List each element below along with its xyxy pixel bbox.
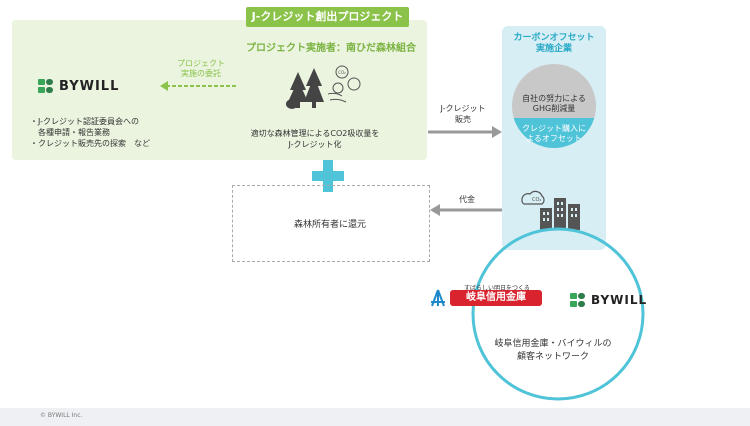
offset-gray-line-2: GHG削減量: [532, 104, 576, 113]
offset-blue-line-2: よるオフセット: [526, 134, 582, 143]
sale-arrow: [428, 126, 502, 138]
cloud-co2-text: CO₂: [532, 197, 541, 203]
gifu-tagline: すばらしい明日をつくる: [464, 285, 530, 292]
offset-title: カーボンオフセット 実施企業: [502, 33, 606, 55]
forest-caption: 適切な森林管理によるCO2吸収量を J-クレジット化: [240, 128, 390, 150]
offset-circle: [512, 64, 596, 148]
forest-caption-line-1: 適切な森林管理によるCO2吸収量を: [250, 129, 380, 138]
offset-title-line-1: カーボンオフセット: [513, 33, 595, 43]
project-panel: [12, 20, 427, 160]
gifu-logo-icon: [431, 289, 445, 307]
network-label-line-1: 岐阜信用金庫・バイウィルの: [494, 339, 612, 349]
forest-caption-line-2: J-クレジット化: [288, 140, 342, 149]
network-circle: [471, 227, 645, 401]
bywill-logo-text: BYWILL: [591, 293, 648, 307]
offset-blue-label: クレジット購入に よるオフセット: [512, 124, 596, 144]
bywill-logo-text: BYWILL: [59, 78, 120, 94]
return-box: [232, 185, 430, 262]
bywill-logo-left: BYWILL: [38, 78, 119, 94]
offset-gray-label: 自社の努力による GHG削減量: [512, 94, 596, 114]
project-title-badge: J-クレジット創出プロジェクト: [246, 7, 409, 27]
co2-bubble-text: CO₂: [338, 70, 346, 75]
sale-label: J-クレジット 販売: [438, 103, 488, 125]
gifu-name-logo: 岐阜信用金庫: [450, 290, 542, 306]
return-label: 森林所有者に還元: [293, 220, 366, 230]
network-label: 岐阜信用金庫・バイウィルの 顧客ネットワーク: [478, 338, 628, 364]
price-label: 代金: [459, 195, 475, 204]
plus-icon: [312, 160, 344, 192]
task-list: ・J-クレジット認証委員会への 各種申請・報告業務 ・クレジット販売先の探索 な…: [30, 116, 150, 149]
task-item: ・クレジット販売先の探索 など: [30, 139, 150, 148]
copyright: © BYWILL Inc.: [40, 412, 83, 419]
price-arrow: [430, 204, 502, 216]
sale-label-line-2: 販売: [455, 115, 471, 124]
delegate-line-1: プロジェクト: [177, 59, 225, 68]
building-icon: CO₂: [521, 190, 580, 230]
offset-title-line-2: 実施企業: [535, 44, 572, 54]
task-item: 各種申請・報告業務: [30, 128, 110, 137]
sale-label-line-1: J-クレジット: [440, 104, 486, 113]
task-item: ・J-クレジット認証委員会への: [30, 117, 139, 126]
bywill-mark-icon: [38, 79, 53, 93]
bywill-mark-icon: [570, 293, 585, 307]
network-label-line-2: 顧客ネットワーク: [516, 352, 589, 362]
footer-bar: [0, 408, 750, 426]
bywill-logo-right: BYWILL: [570, 292, 647, 308]
delegate-label: プロジェクト 実施の委託: [166, 59, 236, 79]
offset-gray-line-1: 自社の努力による: [522, 94, 586, 103]
offset-blue-line-1: クレジット購入に: [522, 124, 586, 133]
delegate-arrow: [160, 81, 238, 91]
forest-icon: CO₂: [286, 65, 361, 109]
implementer-label: プロジェクト実施者：南ひだ森林組合: [246, 43, 416, 54]
delegate-line-2: 実施の委託: [181, 69, 221, 78]
